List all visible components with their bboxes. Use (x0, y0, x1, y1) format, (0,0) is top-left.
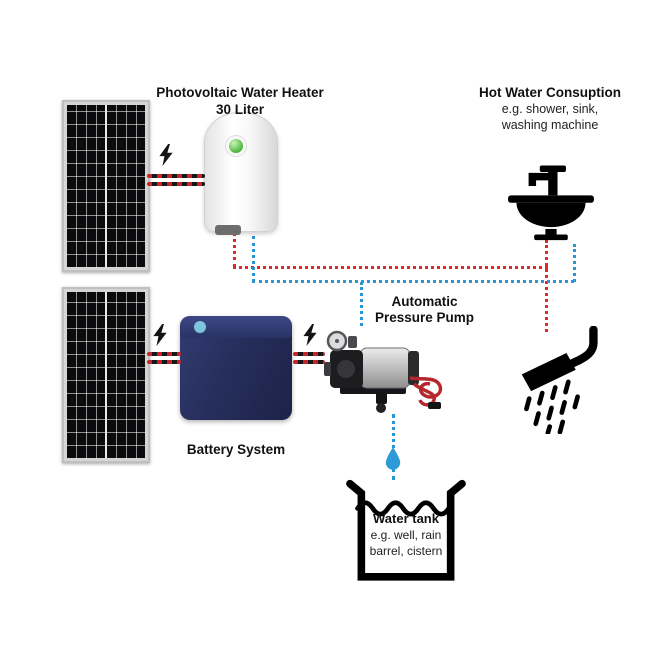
hot-pipe-sink-to-shower (545, 240, 548, 332)
pump-label-line1: Automatic (391, 294, 458, 309)
cold-pipe-pump-up (360, 282, 363, 326)
lightning-bolt-icon (303, 324, 317, 346)
water-tank-icon (346, 479, 466, 581)
cold-pipe-horizontal (252, 280, 574, 283)
cable-wire (147, 360, 181, 364)
sink-icon (508, 165, 594, 241)
water-tank-label: Water tank e.g. well, rain barrel, ciste… (350, 510, 462, 559)
pv-heater-title-line2: 30 Liter (215, 102, 265, 117)
battery-system (180, 316, 292, 420)
solar-cell-grid (67, 292, 145, 458)
pv-heater-title: Photovoltaic Water Heater 30 Liter (130, 84, 350, 118)
cable-wire (293, 352, 325, 356)
cable-wire (147, 174, 205, 178)
water-heater (204, 112, 278, 235)
pump-label-line2: Pressure Pump (374, 310, 475, 325)
cable-wire (147, 352, 181, 356)
shower-icon (521, 326, 598, 434)
hot-water-consumption-title: Hot Water Consuption (479, 85, 621, 100)
hot-pipe-horizontal (233, 266, 548, 269)
cold-pipe-heater-feed (252, 236, 255, 282)
heater-led-indicator (229, 139, 243, 153)
solar-cell-grid (67, 105, 145, 267)
hot-water-consumption-label: Hot Water Consuption e.g. shower, sink, … (462, 84, 638, 133)
battery-top-face (180, 316, 292, 338)
pressure-pump-icon (324, 330, 443, 413)
water-drop-icon (385, 447, 401, 470)
cold-pipe-sink-feed (573, 244, 576, 282)
cold-pipe-pump-to-tank (392, 414, 395, 480)
cable-wire (147, 182, 205, 186)
solar-panel-top (62, 100, 150, 272)
hot-pipe-heater-down (233, 232, 236, 268)
pump-label: Automatic Pressure Pump (352, 294, 497, 326)
water-tank-line1: e.g. well, rain (370, 528, 442, 542)
lightning-bolt-icon (159, 144, 173, 166)
cable-panel-to-heater (147, 174, 205, 186)
pv-heater-title-line1: Photovoltaic Water Heater (156, 85, 324, 100)
cable-wire (293, 360, 325, 364)
hot-water-consumption-line1: e.g. shower, sink, (501, 102, 599, 116)
water-tank-title: Water tank (373, 511, 439, 526)
solar-panel-bottom (62, 287, 150, 463)
battery-logo-badge (194, 321, 206, 333)
cable-panel-to-battery (147, 352, 181, 364)
lightning-bolt-icon (153, 324, 167, 346)
water-tank-line2: barrel, cistern (369, 544, 443, 558)
hot-water-consumption-line2: washing machine (501, 118, 599, 132)
battery-label: Battery System (186, 442, 286, 457)
cable-battery-to-pump (293, 352, 325, 364)
